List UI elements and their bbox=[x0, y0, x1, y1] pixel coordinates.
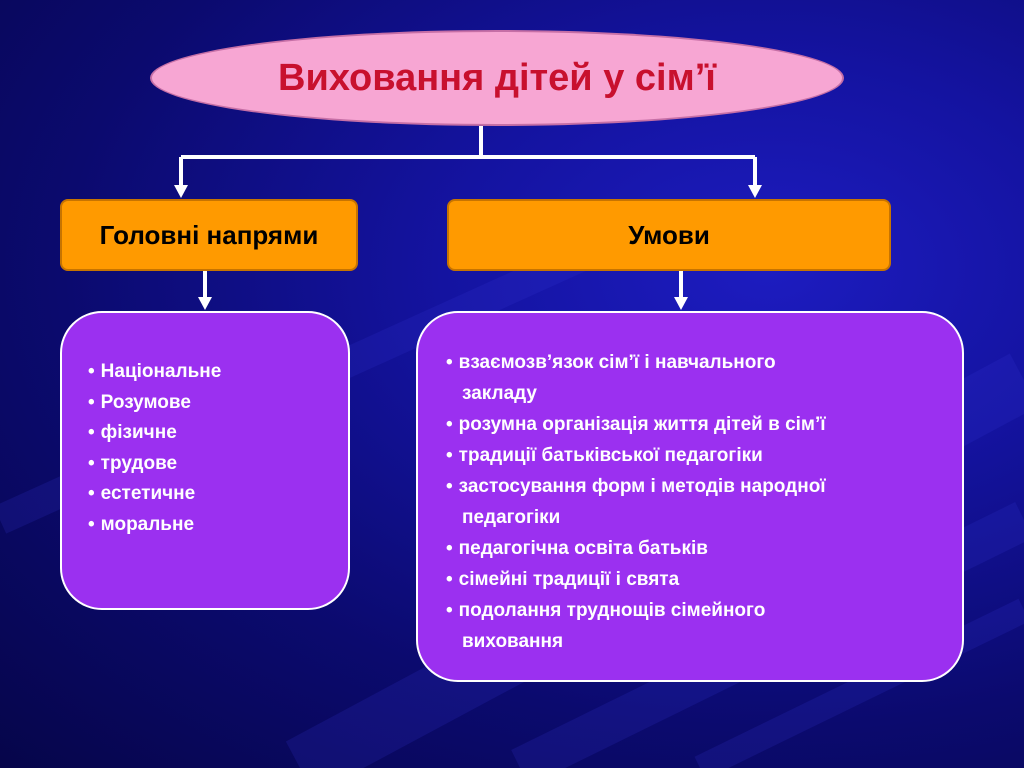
list-item-continuation: педагогіки bbox=[462, 507, 561, 528]
list-item-text: сімейні традиції і свята bbox=[458, 569, 680, 590]
directions-list: •Національне•Розумове•фізичне•трудове•ес… bbox=[88, 357, 348, 540]
list-item-text: естетичне bbox=[100, 483, 196, 504]
arrow-down-icon bbox=[198, 297, 212, 310]
bullet: • bbox=[446, 569, 453, 590]
list-item-continuation: закладу bbox=[462, 383, 537, 404]
directions-list-box: •Національне•Розумове•фізичне•трудове•ес… bbox=[60, 311, 350, 610]
list-item-text: розумна організація життя дітей в сім’ї bbox=[458, 414, 826, 435]
list-item-continuation: виховання bbox=[462, 631, 564, 652]
list-item: •Розумове bbox=[88, 388, 348, 419]
bullet: • bbox=[88, 361, 95, 382]
list-item: •сімейні традиції і свята bbox=[446, 564, 962, 595]
bullet: • bbox=[446, 414, 453, 435]
list-item: •взаємозв’язок сім’ї і навчального заклад… bbox=[446, 347, 962, 409]
title-ellipse: Виховання дітей у сім’ї bbox=[150, 30, 844, 126]
list-item-text: взаємозв’язок сім’ї і навчального bbox=[458, 352, 776, 373]
bullet: • bbox=[88, 391, 95, 413]
list-item-text: фізичне bbox=[100, 422, 177, 443]
list-item-text: моральне bbox=[100, 513, 195, 535]
list-item: •моральне bbox=[88, 510, 348, 541]
list-item-text: застосування форм і методів народної bbox=[458, 476, 826, 497]
bullet: • bbox=[446, 445, 453, 466]
heading-main-directions: Головні напрями bbox=[60, 199, 358, 271]
list-item-text: педагогічна освіта батьків bbox=[458, 538, 708, 559]
list-item: •розумна організація життя дітей в сім’ї bbox=[446, 409, 962, 440]
bullet: • bbox=[446, 538, 453, 559]
arrow-down-icon bbox=[748, 185, 762, 198]
heading-conditions-label: Умови bbox=[628, 219, 710, 250]
list-item-text: Розумове bbox=[100, 391, 191, 413]
list-item: •подолання труднощів сімейного виховання bbox=[446, 595, 962, 657]
list-item: •традиції батьківської педагогіки bbox=[446, 440, 962, 471]
list-item: •застосування форм і методів народної пед… bbox=[446, 471, 962, 533]
bullet: • bbox=[446, 352, 453, 373]
arrow-down-icon bbox=[174, 185, 188, 198]
heading-main-directions-label: Головні напрями bbox=[99, 219, 319, 250]
list-item: •естетичне bbox=[88, 479, 348, 510]
list-item: •фізичне bbox=[88, 418, 348, 449]
list-item: •трудове bbox=[88, 449, 348, 480]
bullet: • bbox=[88, 513, 95, 535]
bullet: • bbox=[88, 422, 95, 443]
bullet: • bbox=[88, 483, 95, 504]
bullet: • bbox=[88, 452, 95, 474]
bullet: • bbox=[446, 476, 453, 497]
diagram-title: Виховання дітей у сім’ї bbox=[278, 56, 716, 99]
list-item: •Національне bbox=[88, 357, 348, 388]
list-item: •педагогічна освіта батьків bbox=[446, 533, 962, 564]
arrow-down-icon bbox=[674, 297, 688, 310]
list-item-text: подолання труднощів сімейного bbox=[458, 600, 766, 621]
list-item-text: Національне bbox=[100, 361, 222, 382]
list-item-text: традиції батьківської педагогіки bbox=[458, 445, 763, 466]
list-item-text: трудове bbox=[100, 452, 178, 474]
heading-conditions: Умови bbox=[447, 199, 891, 271]
bullet: • bbox=[446, 600, 453, 621]
